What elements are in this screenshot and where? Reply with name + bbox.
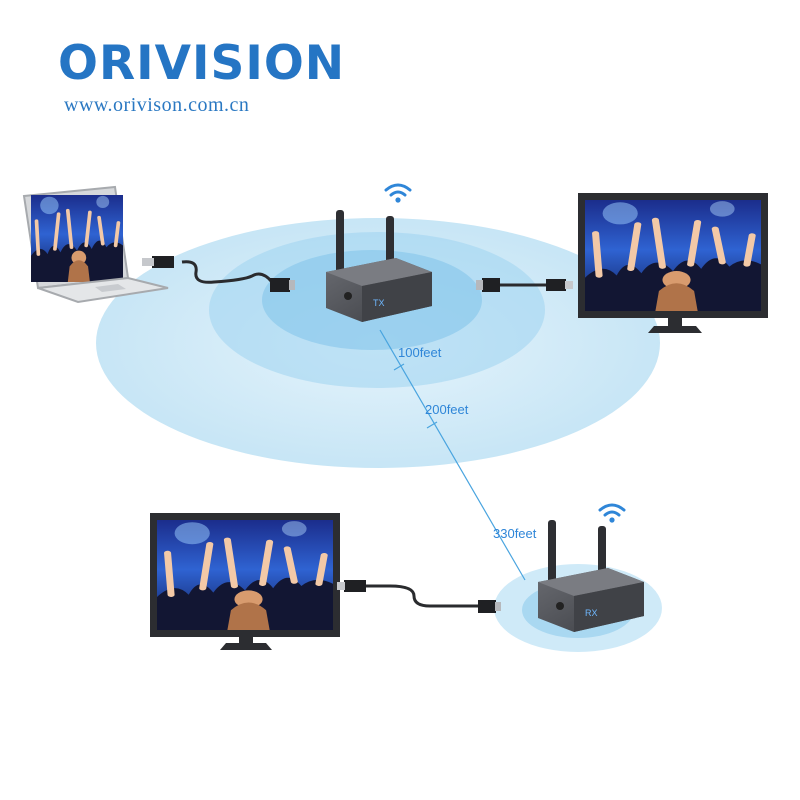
range-tick-200 <box>426 421 438 429</box>
transmitter-label: TX <box>373 298 385 308</box>
usb-plug-icon <box>344 580 366 592</box>
transmitter-device: TX <box>326 210 432 322</box>
monitor-top-right <box>578 193 768 333</box>
usb-plug-icon <box>546 279 566 291</box>
wifi-icon <box>598 503 626 523</box>
range-label-100: 100feet <box>398 345 442 360</box>
brand-logo: ORIVISION <box>58 36 346 91</box>
range-line <box>379 329 526 581</box>
hdmi-plug-icon <box>478 600 496 613</box>
range-label-330: 330feet <box>493 526 537 541</box>
range-tick-100 <box>393 363 405 371</box>
wifi-icon <box>384 183 412 203</box>
usb-plug-icon <box>152 256 174 268</box>
hdmi-plug-icon <box>270 278 290 292</box>
laptop <box>22 185 169 304</box>
receiver-device: RX <box>538 520 644 632</box>
receiver-label: RX <box>585 608 598 618</box>
receiver-cable <box>337 580 501 613</box>
range-label-200: 200feet <box>425 402 469 417</box>
transmitter-cable <box>142 256 295 292</box>
monitor-bottom-left <box>150 513 340 650</box>
brand-url: www.orivison.com.cn <box>64 94 250 116</box>
hdmi-plug-icon <box>482 278 500 292</box>
monitor-cable-top <box>476 278 573 292</box>
